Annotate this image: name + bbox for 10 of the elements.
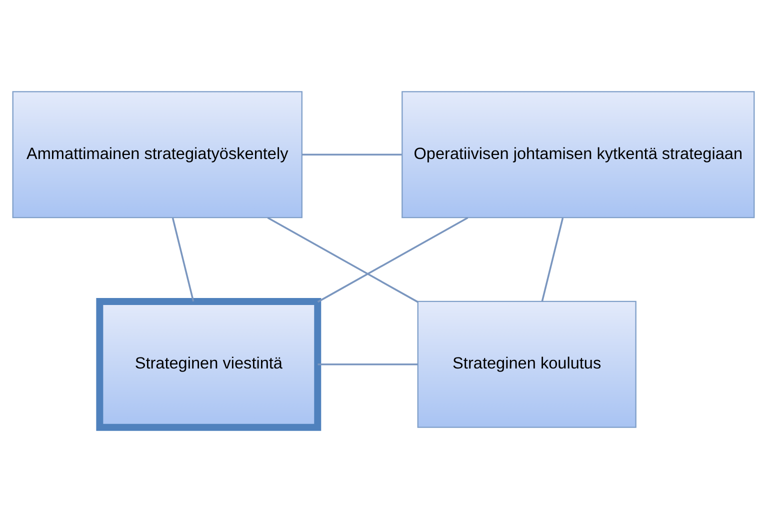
connector xyxy=(267,216,418,302)
connector xyxy=(318,363,418,365)
connector xyxy=(302,153,402,155)
node-box: Strateginen koulutus xyxy=(417,300,636,428)
connector xyxy=(541,217,564,302)
node-box: Strateginen viestintä xyxy=(96,297,322,430)
node-box: Ammattimainen strategiatyöskentely xyxy=(12,90,302,218)
node-box: Operatiivisen johtamisen kytkentä strategiaan xyxy=(402,90,755,218)
connector xyxy=(317,216,468,302)
connector xyxy=(172,217,194,302)
